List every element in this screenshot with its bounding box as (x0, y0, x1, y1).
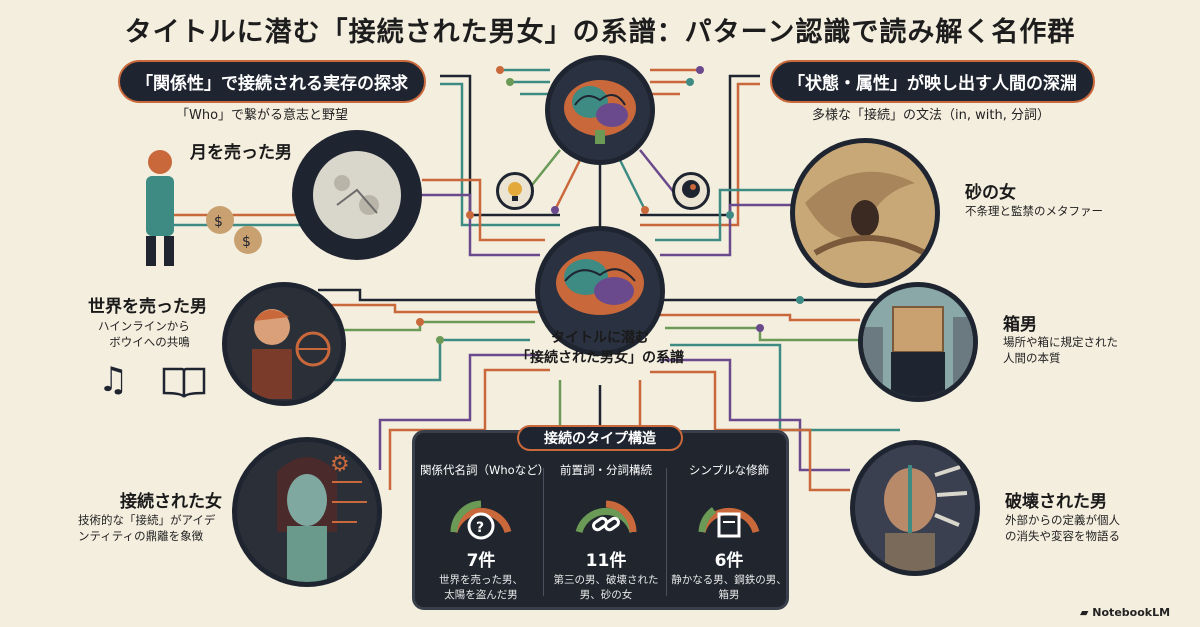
brain-icon (556, 251, 644, 315)
left-item-title: 世界を売った男 (88, 297, 207, 317)
chain-link-icon (575, 500, 637, 534)
top-brain-circle (545, 55, 655, 165)
bowie-illustration (222, 282, 346, 406)
cyber-woman-icon (277, 457, 367, 582)
man-with-money-icon: $ $ (146, 150, 262, 266)
right-header-sub: 多様な「接続」の文法（in, with, 分詞） (812, 108, 1050, 123)
type-column-preposition: 前置詞・分詞構続 11件 第三の男、破壊された 男、砂の女 (553, 463, 659, 601)
page-title: タイトルに潜む「接続された男女」の系譜：パターン認識で読み解く名作群 (124, 17, 1076, 48)
sand-woman-illustration (790, 138, 940, 288)
left-item-title: 接続された女 (120, 492, 222, 512)
svg-text:?: ? (476, 520, 484, 536)
right-header: 「状態・属性」が映し出す人間の深淵 (770, 60, 1095, 103)
svg-text:$: $ (242, 234, 251, 250)
thinking-head-icon (672, 172, 710, 210)
panel-divider (543, 468, 544, 596)
connected-woman-illustration (232, 437, 382, 587)
book-icon (162, 367, 206, 398)
moon-illustration (292, 130, 422, 260)
destroyed-man-illustration (850, 440, 980, 576)
man-with-globe-icon (252, 309, 331, 399)
type-column-relative: 関係代名詞（Whoなど） ? 7件 世界を売った男、 太陽を盗んだ男 (420, 463, 550, 601)
left-header-sub: 「Who」で繋がる意志と野望 (176, 108, 349, 123)
center-label: タイトルに潜む 「接続された男女」の系譜 (516, 330, 684, 366)
left-item-desc: 技術的な「接続」がアイデ ンティティの鼎離を象徴 (78, 513, 216, 543)
box-man-illustration (858, 282, 978, 402)
lightbulb-icon (496, 172, 534, 210)
gear-question-icon: ? (450, 500, 512, 540)
right-item-desc: 場所や箱に規定された 人間の本質 (1003, 335, 1118, 365)
type-column-simple: シンプルな修飾 6件 静かなる男、鋼鉄の男、 箱男 (671, 463, 787, 601)
right-item-desc: 外部からの定義が個人 の消失や変容を物語る (1005, 513, 1120, 543)
center-brain-circle (535, 226, 665, 356)
left-header: 「関係性」で接続される実存の探求 (118, 60, 426, 103)
box-head-icon (863, 306, 973, 397)
right-item-title: 砂の女 (965, 183, 1016, 203)
brain-icon (564, 80, 636, 144)
left-item-desc: ハインラインから ボウイへの共鳴 (98, 319, 190, 349)
music-note-icon: ♫ (98, 360, 129, 400)
brand-logo: ▰ NotebookLM (1080, 606, 1171, 619)
right-item-title: 破壊された男 (1005, 492, 1107, 512)
shattered-face-icon (884, 465, 968, 571)
book-icon (698, 507, 760, 538)
panel-title: 接続のタイプ構造 (517, 425, 683, 451)
gear-icon: ⚙ (330, 452, 350, 477)
right-item-desc: 不条理と監禁のメタファー (965, 204, 1103, 218)
sand-swirl-icon (805, 171, 927, 256)
right-item-title: 箱男 (1003, 315, 1037, 335)
svg-text:$: $ (214, 214, 223, 230)
notebook-icon: ▰ (1080, 606, 1093, 619)
panel-divider (666, 468, 667, 596)
moon-icon (313, 151, 401, 239)
left-item-title: 月を売った男 (190, 143, 292, 163)
